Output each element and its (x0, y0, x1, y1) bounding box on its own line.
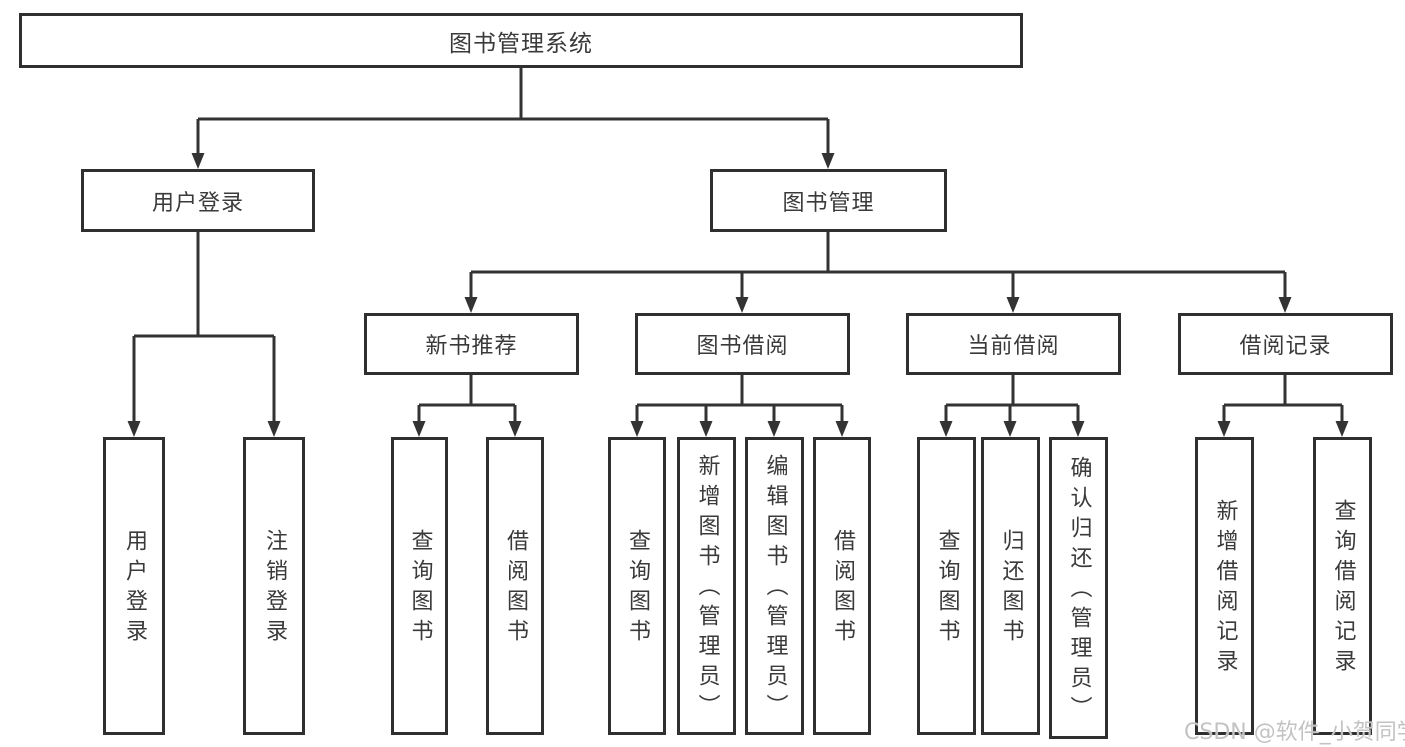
leaf-query-books-recommend: 查询图书 (391, 437, 448, 735)
leaf-query-borrow-record: 查询借阅记录 (1313, 437, 1372, 735)
leaf-query-books-borrowing: 查询图书 (608, 437, 666, 735)
node-borrow-records: 借阅记录 (1178, 313, 1393, 375)
leaf-logout: 注销登录 (243, 437, 305, 735)
node-new-book-recommend: 新书推荐 (364, 313, 579, 375)
leaf-add-books-admin: 新增图书（管理员） (677, 437, 736, 735)
leaf-borrow-books-recommend: 借阅图书 (486, 437, 544, 735)
node-book-borrowing: 图书借阅 (635, 313, 850, 375)
leaf-return-books: 归还图书 (981, 437, 1040, 735)
leaf-borrow-books-borrowing: 借阅图书 (813, 437, 871, 735)
node-current-borrowing: 当前借阅 (906, 313, 1121, 375)
node-book-management: 图书管理 (710, 169, 947, 232)
leaf-edit-books-admin: 编辑图书（管理员） (745, 437, 804, 735)
leaf-query-books-current: 查询图书 (917, 437, 976, 735)
csdn-watermark: CSDN @软件_小贺同学 (1184, 720, 1405, 745)
node-user-login: 用户登录 (81, 169, 315, 232)
leaf-add-borrow-record: 新增借阅记录 (1195, 437, 1254, 735)
leaf-confirm-return-admin: 确认归还（管理员） (1049, 437, 1108, 739)
node-library-management-system: 图书管理系统 (19, 13, 1023, 68)
arrowhead-icons (127, 153, 1349, 437)
leaf-user-login: 用户登录 (103, 437, 165, 735)
